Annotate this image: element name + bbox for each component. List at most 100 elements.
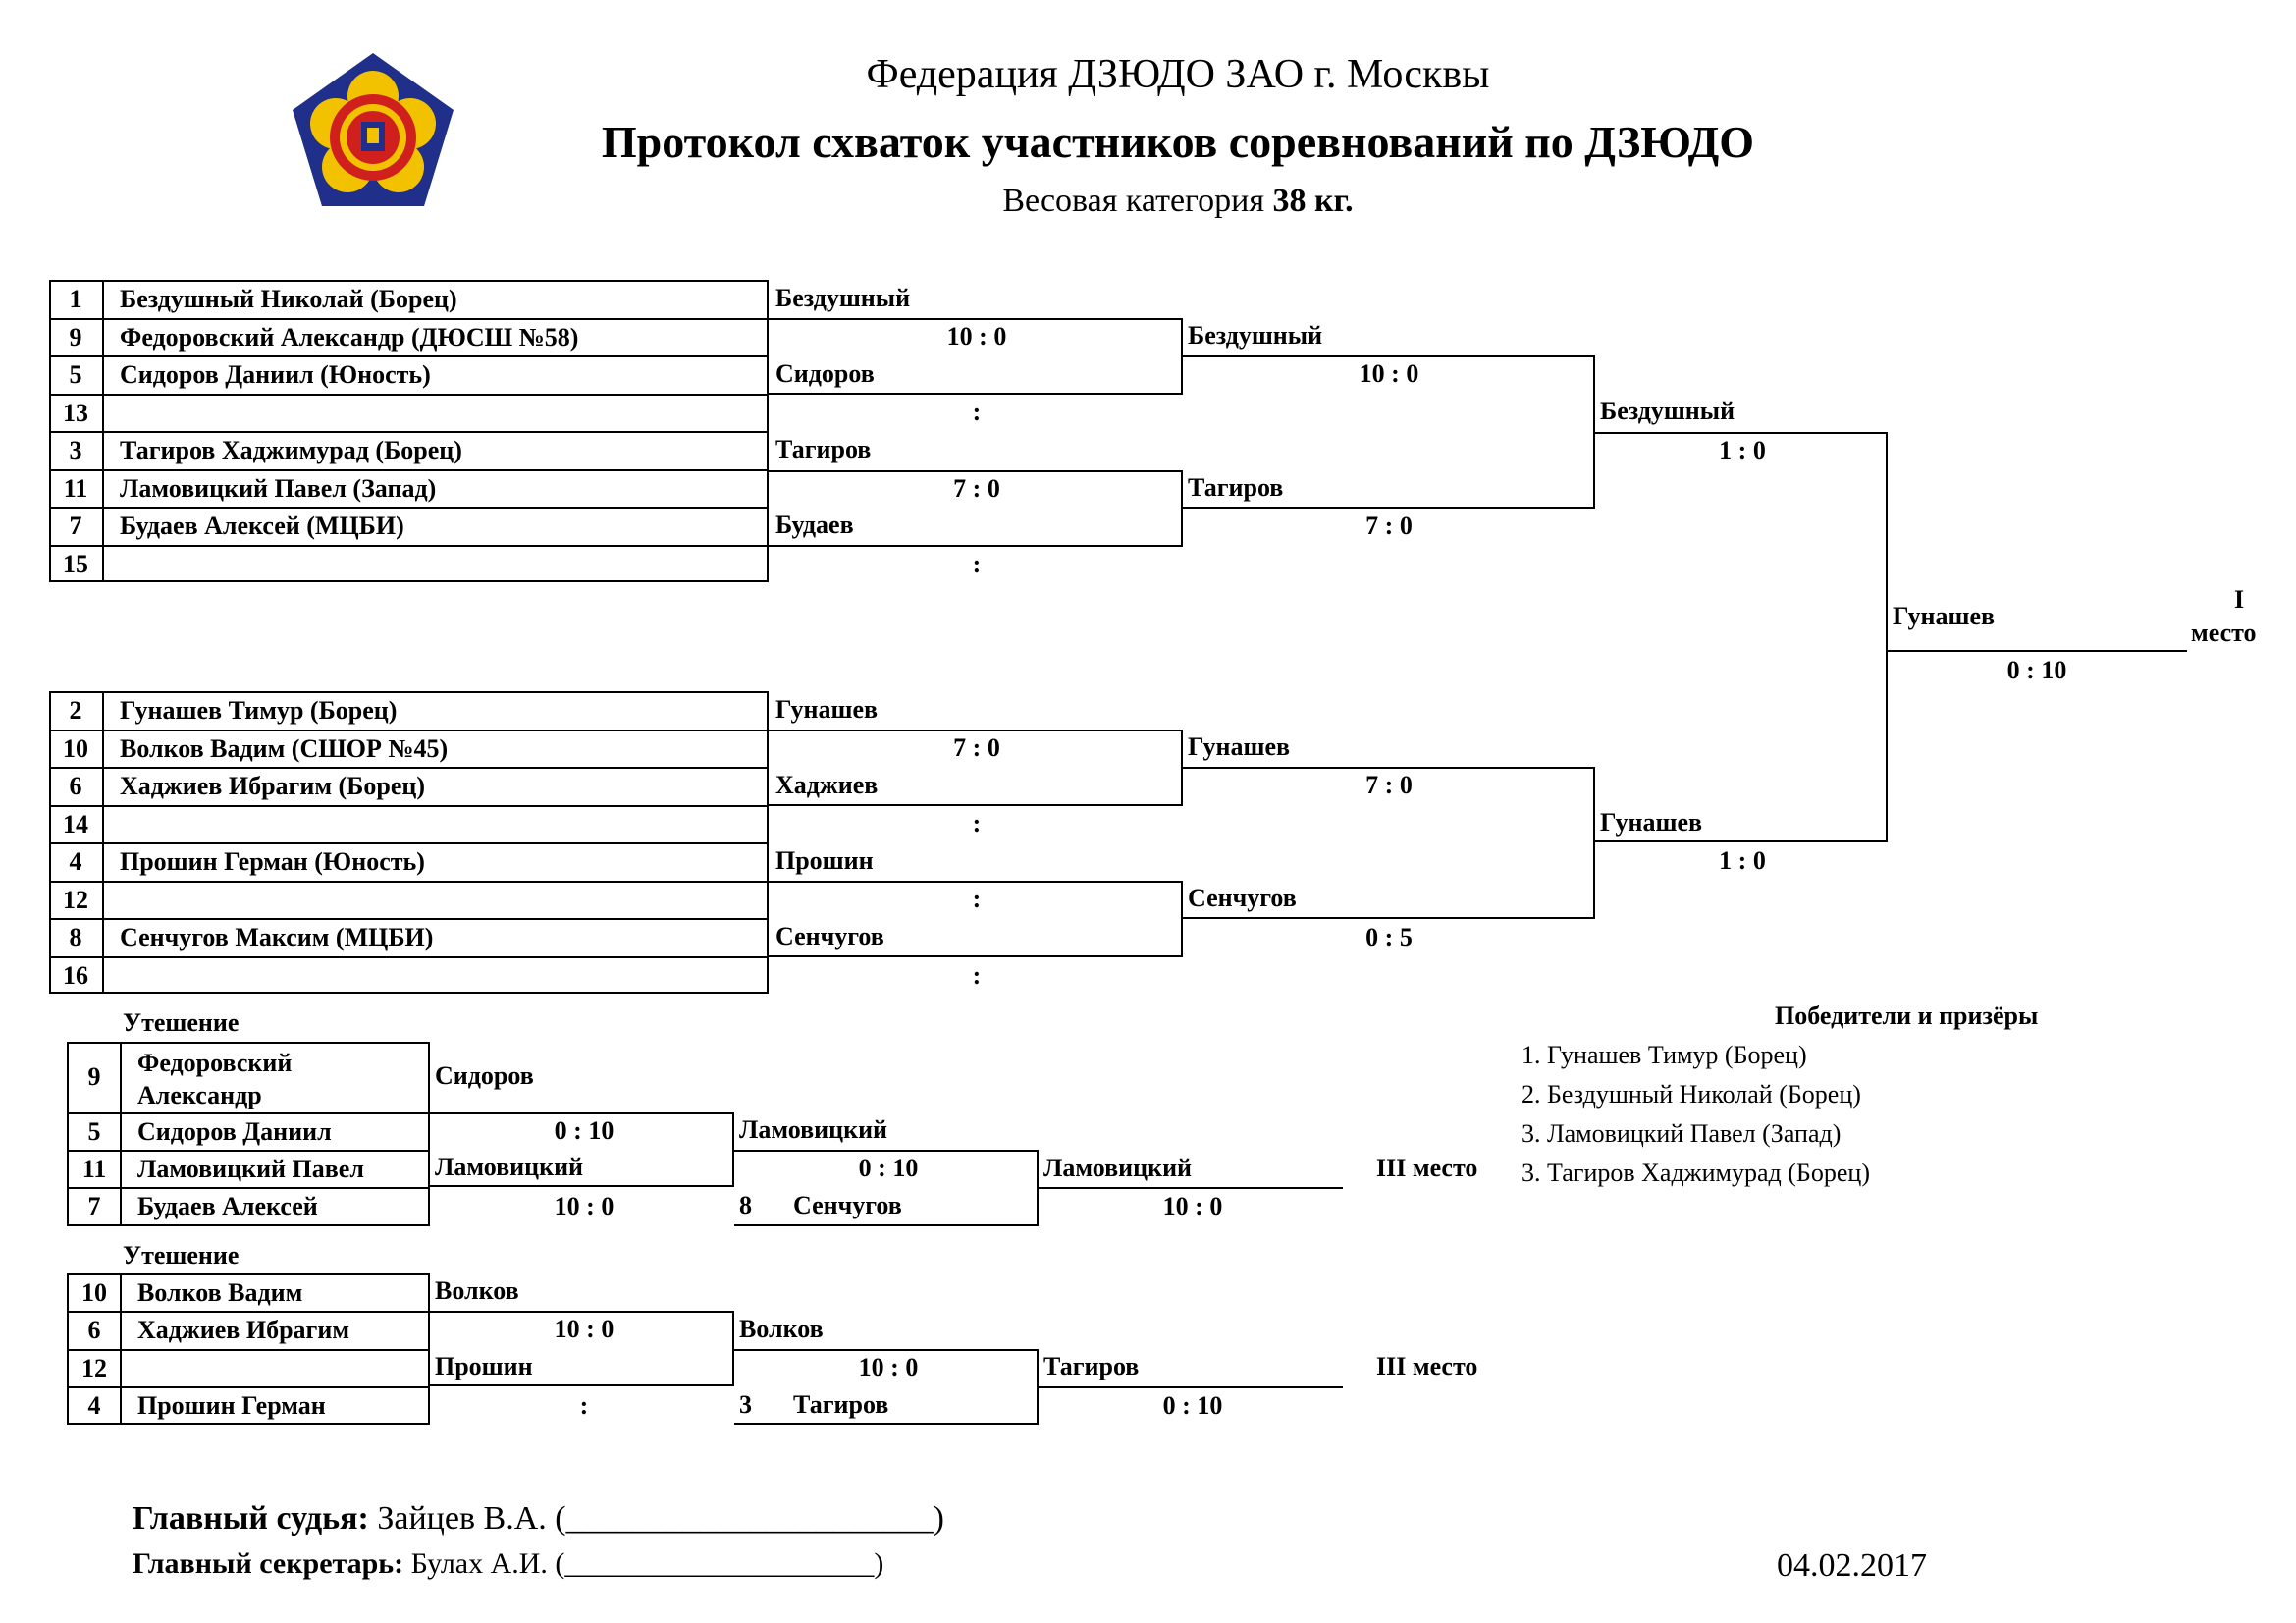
c2-r3-score: 0 : 10	[1162, 1391, 1223, 1420]
r1-bottom-score: :	[972, 961, 982, 990]
r1-top-score: :	[972, 398, 982, 426]
third-place-label: III место	[1376, 1352, 1478, 1380]
entry-name: Гунашев Тимур (Борец)	[120, 696, 398, 725]
row-divider	[49, 880, 769, 883]
row-divider	[67, 1150, 430, 1152]
entry-name: Ламовицкий Павел (Запад)	[120, 473, 437, 503]
row-divider	[49, 544, 769, 547]
entry-name: Хаджиев Ибрагим	[137, 1316, 350, 1344]
row-divider	[67, 1112, 430, 1114]
entry-name: Федоровский Александр	[137, 1049, 293, 1110]
entry-number: 6	[69, 772, 82, 800]
c2-r1-score: 10 : 0	[554, 1315, 614, 1343]
weight-category: Весовая категория 38 кг.	[687, 185, 1669, 218]
entry-number: 11	[81, 1155, 107, 1183]
r1-bottom-winner: Хаджиев	[775, 771, 879, 799]
row-divider	[49, 431, 769, 433]
c1-r2-match-box	[734, 1150, 1039, 1226]
r1-bottom-score: 7 : 0	[953, 733, 1000, 762]
consolation-title: Утешение	[123, 1241, 240, 1270]
entry-number: 10	[81, 1278, 107, 1307]
r2-bottom-score: 7 : 0	[1365, 771, 1413, 799]
third-place-label: III место	[1376, 1154, 1478, 1182]
entry-number: 9	[87, 1062, 101, 1091]
entry-name: Сенчугов Максим (МЦБИ)	[120, 923, 434, 951]
entry-number: 6	[87, 1316, 101, 1344]
protocol-date: 04.02.2017	[1777, 1547, 1927, 1584]
r2-bottom-score: 0 : 5	[1365, 923, 1413, 951]
col-divider	[120, 1042, 122, 1226]
r1-bottom-winner: Сенчугов	[775, 922, 884, 950]
entry-name: Прошин Герман (Юность)	[120, 847, 425, 876]
row-divider	[67, 1349, 430, 1351]
entry-number: 12	[63, 885, 88, 914]
c2-r2-match-box	[734, 1349, 1039, 1425]
entry-name: Прошин Герман	[137, 1391, 326, 1420]
first-place-label: I	[2234, 585, 2245, 614]
r2-top-score: 10 : 0	[1359, 359, 1419, 388]
r2-top-match-box	[1183, 355, 1595, 509]
c1-r2-winner: Ламовицкий	[739, 1115, 888, 1144]
entry-name: Сидоров Даниил	[137, 1117, 332, 1146]
c1-r1-winner: Сидоров	[435, 1061, 534, 1090]
chief-secretary-name: Булах А.И. (_____________________)	[410, 1547, 884, 1580]
first-place-label: место	[2191, 619, 2257, 647]
weight-category-value: 38 кг.	[1272, 183, 1354, 219]
r2-top-winner: Бездушный	[1188, 321, 1323, 350]
entry-number: 5	[69, 360, 82, 389]
r1-top-score: 10 : 0	[946, 322, 1007, 351]
row-divider	[49, 507, 769, 509]
entry-number: 10	[63, 733, 88, 763]
chief-secretary: Главный секретарь: Булах А.И. (_________…	[133, 1549, 883, 1579]
entry-name: Волков Вадим	[137, 1278, 303, 1307]
chief-judge: Главный судья: Зайцев В.А. (____________…	[133, 1502, 944, 1536]
entry-name: Сидоров Даниил (Юность)	[120, 360, 431, 389]
entry-number: 1	[69, 285, 82, 313]
c2-r2-score: 10 : 0	[858, 1353, 919, 1381]
entry-number: 13	[63, 398, 88, 427]
entry-number: 7	[87, 1192, 101, 1220]
semi-top-winner: Бездушный	[1600, 397, 1735, 425]
entry-name: Федоровский Александр (ДЮСШ №58)	[120, 322, 579, 352]
c1-r2-score: 0 : 10	[858, 1154, 919, 1182]
r1-bottom-score: :	[972, 885, 982, 913]
c2-r1-winner: Волков	[435, 1276, 519, 1305]
consolation-title: Утешение	[123, 1008, 240, 1037]
r2-bottom-winner: Сенчугов	[1188, 884, 1297, 912]
r1-top-winner: Будаев	[775, 511, 854, 539]
chief-secretary-label: Главный секретарь:	[133, 1547, 404, 1580]
semi-top-score: 1 : 0	[1719, 436, 1766, 464]
entry-number: 9	[69, 322, 82, 352]
c1-r1-match-box	[430, 1112, 734, 1187]
entry-number: 15	[63, 549, 88, 578]
winners-title: Победители и призёры	[1775, 1001, 2039, 1030]
final-winner: Гунашев	[1893, 602, 1996, 630]
weight-category-label: Весовая категория	[1002, 183, 1264, 219]
chief-judge-name: Зайцев В.А. (______________________)	[377, 1500, 944, 1537]
r1-top-match-box	[769, 470, 1183, 547]
r1-bottom-winner: Гунашев	[775, 695, 879, 724]
r1-bottom-match-box	[769, 881, 1183, 957]
row-divider	[49, 804, 769, 807]
r2-top-winner: Тагиров	[1188, 473, 1284, 502]
winners-item: 1. Гунашев Тимур (Борец)	[1522, 1041, 1807, 1069]
c2-r3-line	[1039, 1386, 1343, 1388]
c2-r2-winner: Волков	[739, 1315, 824, 1343]
consolation-table	[67, 1042, 430, 1226]
entry-number: 7	[69, 512, 82, 540]
c1-r3-line	[1039, 1187, 1343, 1189]
c2-r3-winner: Тагиров	[1043, 1352, 1140, 1380]
row-divider	[49, 317, 769, 320]
c1-r3-winner: Ламовицкий	[1043, 1154, 1193, 1182]
entry-number: 3	[69, 436, 82, 464]
final-score: 0 : 10	[2006, 656, 2067, 684]
federation-name: Федерация ДЗЮДО ЗАО г. Москвы	[866, 52, 1490, 97]
row-divider	[49, 393, 769, 396]
row-divider	[49, 767, 769, 769]
r1-bottom-match-box	[769, 730, 1183, 806]
c2-r1-score: :	[579, 1391, 589, 1420]
c2-r1-match-box	[430, 1311, 734, 1386]
entry-name: Ламовицкий Павел	[137, 1155, 364, 1183]
c1-r1-score: 10 : 0	[554, 1192, 614, 1220]
row-divider	[49, 955, 769, 958]
